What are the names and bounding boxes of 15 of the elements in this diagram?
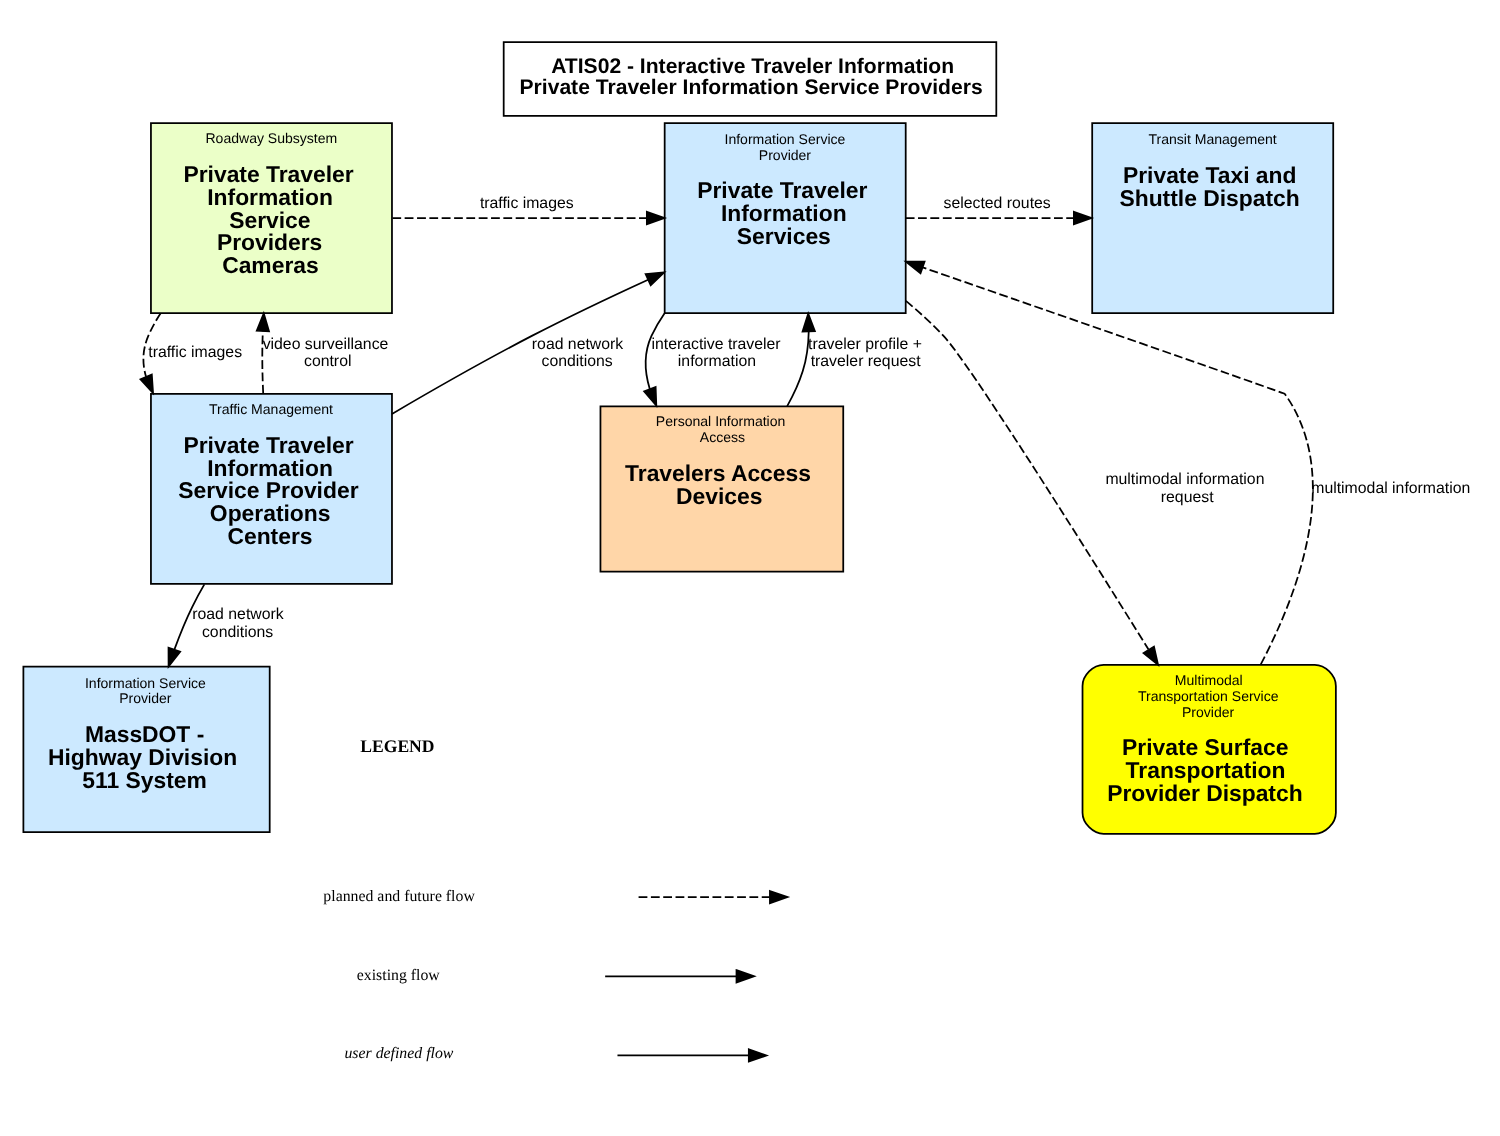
label: LEGEND	[360, 734, 435, 755]
edge-label: traffic images	[479, 192, 574, 211]
legend-label: planned and future flow	[323, 885, 475, 904]
legend-label: existing flow	[356, 965, 440, 984]
edge-label: multimodal information	[1311, 477, 1471, 496]
edge-label: road network conditions	[531, 333, 624, 370]
edge-label: selected routes	[943, 192, 1051, 211]
edge-label: video surveillance control	[262, 333, 389, 370]
edge-label: road network conditions	[192, 604, 284, 641]
edge-label: interactive traveler information	[651, 333, 781, 370]
edge-label: traffic images	[148, 342, 243, 361]
edge-label: multimodal information request	[1105, 469, 1265, 505]
diagram-title: ATIS02 - Interactive Traveler Information Private Traveler Information Service Providers	[519, 54, 983, 100]
edge-label: traveler profile + traveler request	[808, 333, 922, 370]
legend-label: user defined flow	[344, 1042, 454, 1061]
